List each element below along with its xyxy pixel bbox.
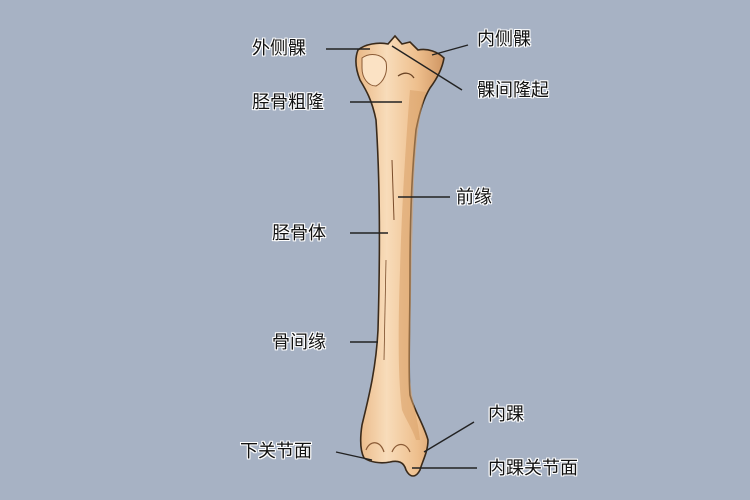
label-tibial-tuberosity: 胫骨粗隆 bbox=[252, 92, 324, 113]
label-medial-malleolus-articular-surface: 内踝关节面 bbox=[488, 458, 578, 479]
shaft-line-1 bbox=[391, 159, 395, 221]
intercondylar-notch bbox=[397, 72, 415, 79]
distal-bump-1 bbox=[365, 442, 385, 453]
lateral-condyle-shape bbox=[361, 54, 387, 87]
leader-intercondylar bbox=[391, 45, 463, 91]
leader-medial-condyle bbox=[431, 44, 469, 56]
leader-inferior-articular bbox=[335, 451, 373, 461]
label-interosseous-border: 骨间缘 bbox=[272, 332, 326, 353]
label-intercondylar-eminence: 髁间隆起 bbox=[477, 80, 549, 101]
shaft-shadow bbox=[398, 90, 426, 440]
label-anterior-border: 前缘 bbox=[456, 187, 492, 208]
label-medial-malleolus: 内踝 bbox=[488, 404, 524, 425]
shaft-line-2 bbox=[383, 259, 387, 361]
label-medial-condyle: 内侧髁 bbox=[477, 29, 531, 50]
label-lateral-condyle: 外侧髁 bbox=[252, 38, 306, 59]
leader-medial-malleolus bbox=[423, 421, 475, 453]
label-inferior-articular-surface: 下关节面 bbox=[240, 441, 312, 462]
distal-bump-2 bbox=[391, 443, 411, 453]
label-tibial-shaft: 胫骨体 bbox=[272, 223, 326, 244]
